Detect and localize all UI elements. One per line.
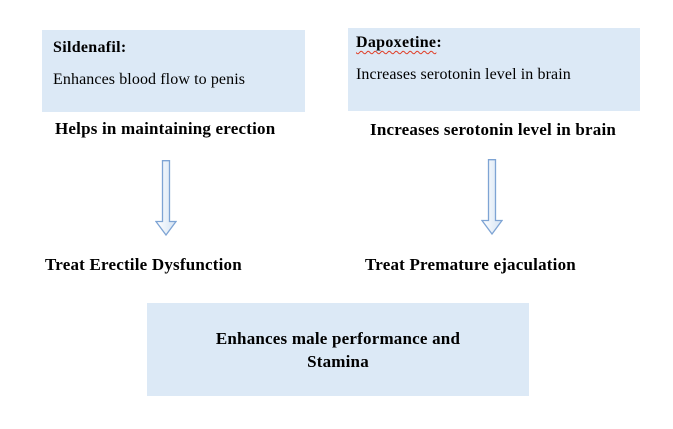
down-arrow-icon <box>481 159 503 235</box>
dapoxetine-title-colon: : <box>436 34 442 51</box>
combined-benefit-line2: Stamina <box>307 351 369 371</box>
dapoxetine-drug-name: Dapoxetine <box>356 34 437 51</box>
down-arrow-icon <box>155 160 177 236</box>
dapoxetine-mechanism-text: Increases serotonin level in brain <box>356 66 571 83</box>
sildenafil-effect-text: Helps in maintaining erection <box>55 119 276 138</box>
combined-benefit-line1: Enhances male performance and <box>215 328 461 348</box>
sildenafil-title-colon: : <box>120 39 127 56</box>
dapoxetine-box: Dapoxetine: Increases serotonin level in… <box>348 28 640 111</box>
sildenafil-drug-name: Sildenafil <box>53 39 121 56</box>
sildenafil-outcome-text: Treat Erectile Dysfunction <box>45 255 242 274</box>
sildenafil-box-title: Sildenafil: <box>53 39 305 57</box>
dapoxetine-box-title: Dapoxetine: <box>356 34 640 52</box>
dapoxetine-outcome-text: Treat Premature ejaculation <box>365 255 576 274</box>
combined-benefit-box: Enhances male performance and Stamina <box>147 303 529 396</box>
sildenafil-mechanism-text: Enhances blood flow to penis <box>53 71 246 88</box>
dapoxetine-effect-text: Increases serotonin level in brain <box>370 120 617 139</box>
sildenafil-box: Sildenafil: Enhances blood flow to penis <box>42 30 305 112</box>
